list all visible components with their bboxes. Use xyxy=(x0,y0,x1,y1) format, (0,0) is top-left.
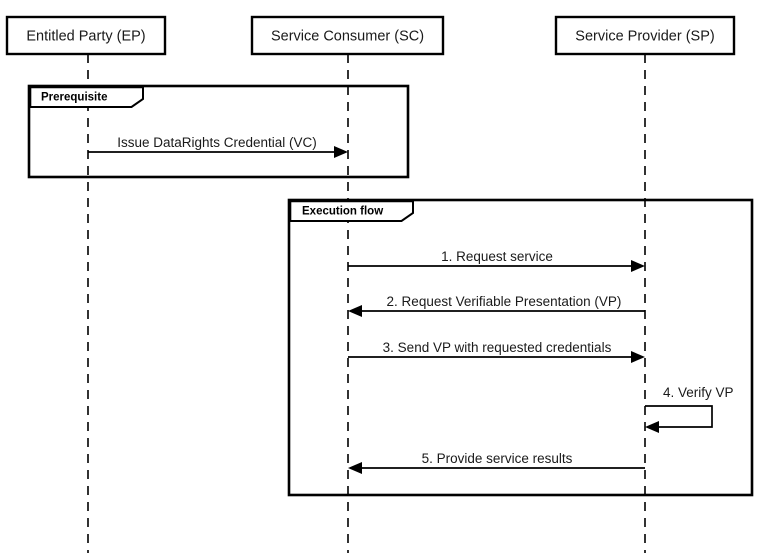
participant-service-consumer[interactable]: Service Consumer (SC) xyxy=(250,15,445,56)
message-4-verify-vp-self[interactable]: 4. Verify VP xyxy=(645,385,734,433)
fragment-execution-flow[interactable]: Execution flow xyxy=(287,198,754,497)
fragment-border xyxy=(27,84,410,179)
message-label-3: 3. Send VP with requested credentials xyxy=(383,340,612,355)
participant-service-provider[interactable]: Service Provider (SP) xyxy=(554,15,736,56)
message-label-issue-vc: Issue DataRights Credential (VC) xyxy=(117,135,317,150)
message-label-5: 5. Provide service results xyxy=(422,451,573,466)
fragment-prerequisite[interactable]: Prerequisite xyxy=(27,84,410,179)
self-message-loop xyxy=(645,405,713,428)
participant-label-service-consumer: Service Consumer (SC) xyxy=(271,28,424,44)
fragment-border xyxy=(287,198,754,497)
arrowhead-left xyxy=(348,462,362,474)
arrowhead-right xyxy=(334,146,348,158)
participants-group: Entitled Party (EP) Service Consumer (SC… xyxy=(5,15,736,56)
participant-entitled-party[interactable]: Entitled Party (EP) xyxy=(5,15,167,56)
participant-box xyxy=(250,15,445,56)
message-label-1: 1. Request service xyxy=(441,249,553,264)
message-1-request-service[interactable]: 1. Request service xyxy=(348,249,645,272)
participant-box xyxy=(5,15,167,56)
participant-label-entitled-party: Entitled Party (EP) xyxy=(26,28,145,44)
fragment-label-prerequisite: Prerequisite xyxy=(41,92,107,104)
message-label-4: 4. Verify VP xyxy=(663,385,734,400)
arrowhead-left xyxy=(348,305,362,317)
arrowhead-right xyxy=(631,260,645,272)
participant-label-service-provider: Service Provider (SP) xyxy=(575,28,714,44)
arrowhead-right xyxy=(631,351,645,363)
message-2-request-verifiable-presentation[interactable]: 2. Request Verifiable Presentation (VP) xyxy=(348,294,645,317)
message-issue-datarights-credential[interactable]: Issue DataRights Credential (VC) xyxy=(88,135,348,158)
fragment-label-execution-flow: Execution flow xyxy=(302,206,383,218)
arrowhead-left xyxy=(645,421,659,433)
fragment-tab-shape xyxy=(29,86,144,108)
message-label-2: 2. Request Verifiable Presentation (VP) xyxy=(387,294,622,309)
participant-box xyxy=(554,15,736,56)
lifelines-group xyxy=(87,54,646,553)
message-5-provide-service-results[interactable]: 5. Provide service results xyxy=(348,451,645,474)
fragment-tab-shape xyxy=(289,200,414,222)
message-3-send-vp[interactable]: 3. Send VP with requested credentials xyxy=(348,340,645,363)
